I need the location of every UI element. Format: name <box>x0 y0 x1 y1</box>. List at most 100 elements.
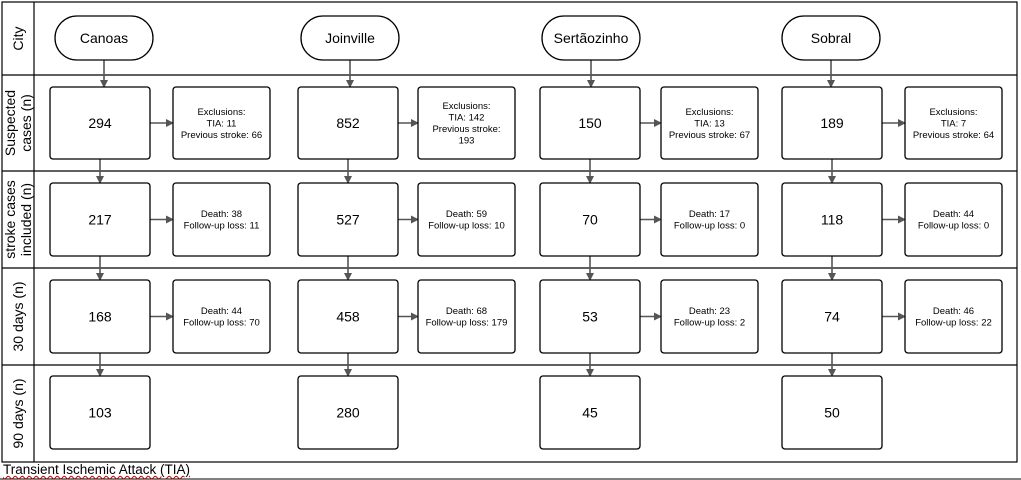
row-label-line: 90 days (n) <box>10 378 26 448</box>
count-box <box>539 182 641 257</box>
city-name-line: Sertãozinho <box>554 30 629 46</box>
row-label: 90 days (n) <box>10 378 26 448</box>
count-value-line: 458 <box>336 308 360 324</box>
note-box <box>417 182 516 257</box>
note-text-line: Follow-up loss: 10 <box>428 221 505 232</box>
count-value-line: 45 <box>582 404 598 420</box>
note-text-line: Follow-up loss: 70 <box>183 318 260 329</box>
row-label-line: cases (n) <box>18 94 34 152</box>
city-node <box>54 15 154 61</box>
row-label-line: 30 days (n) <box>10 281 26 351</box>
row-label-line: City <box>10 26 26 50</box>
row-label-line: Suspected <box>2 90 18 156</box>
count-box <box>539 279 641 354</box>
count-box <box>781 375 883 450</box>
note-text-line: Follow-up loss: 0 <box>918 221 989 232</box>
count-value: 217 <box>88 211 112 227</box>
note-text-line: Follow-up loss: 179 <box>426 318 508 329</box>
count-value: 118 <box>821 211 844 227</box>
count-box <box>297 279 399 354</box>
count-value-line: 118 <box>821 211 844 227</box>
city-node <box>541 15 641 61</box>
count-box <box>539 375 641 450</box>
note-text-line: Exclusions: <box>197 107 245 118</box>
footnote: Transient Ischemic Attack (TIA) <box>3 462 191 477</box>
count-box <box>297 86 399 160</box>
count-value: 294 <box>88 115 112 131</box>
city-name: Sobral <box>811 30 851 46</box>
note-text-line: Previous stroke: 64 <box>913 130 994 141</box>
note-text-line: Exclusions: <box>442 101 490 112</box>
row-label: City <box>10 26 26 50</box>
note-box <box>172 86 271 160</box>
city-name: Sertãozinho <box>554 30 629 46</box>
note-text-line: Previous stroke: <box>432 124 500 135</box>
count-value-line: 150 <box>578 115 602 131</box>
count-value: 168 <box>88 308 112 324</box>
count-value-line: 280 <box>336 404 360 420</box>
count-box <box>781 279 883 354</box>
count-value: 150 <box>578 115 602 131</box>
note-text-line: TIA: 142 <box>449 113 485 124</box>
note-text-line: Exclusions: <box>685 107 733 118</box>
note-box <box>172 279 271 354</box>
note-text-line: 193 <box>459 136 475 147</box>
row-label: stroke casesincluded (n) <box>2 180 34 259</box>
note-text-line: Previous stroke: 66 <box>181 130 262 141</box>
count-box <box>297 375 399 450</box>
note-text-line: Death: 23 <box>689 306 730 317</box>
note-box <box>417 86 516 160</box>
row-label: 30 days (n) <box>10 281 26 351</box>
count-value-line: 217 <box>88 211 112 227</box>
count-value-line: 103 <box>88 404 112 420</box>
city-node <box>300 15 400 61</box>
note-text-line: Death: 44 <box>933 209 974 220</box>
note-box <box>904 182 1003 257</box>
city-name: Joinville <box>325 30 375 46</box>
count-value: 70 <box>582 211 598 227</box>
note-text-line: Follow-up loss: 22 <box>915 318 992 329</box>
count-value: 189 <box>820 115 844 131</box>
count-value-line: 53 <box>582 308 598 324</box>
count-value: 280 <box>336 404 360 420</box>
note-text-line: Follow-up loss: 0 <box>674 221 745 232</box>
count-value-line: 168 <box>88 308 112 324</box>
count-box <box>49 375 151 450</box>
count-value-line: 294 <box>88 115 112 131</box>
note-text-line: TIA: 13 <box>694 118 725 129</box>
count-value-line: 189 <box>820 115 844 131</box>
note-box <box>904 279 1003 354</box>
count-value-line: 70 <box>582 211 598 227</box>
city-name-line: Joinville <box>325 30 375 46</box>
row-label-line: included (n) <box>18 183 34 256</box>
note-text-line: Death: 44 <box>201 306 242 317</box>
city-node <box>781 15 881 61</box>
note-text-line: Death: 46 <box>933 306 974 317</box>
note-box <box>660 279 759 354</box>
count-value: 527 <box>336 211 360 227</box>
note-text-line: Exclusions: <box>929 107 977 118</box>
city-name-line: Sobral <box>811 30 851 46</box>
count-value: 74 <box>824 308 840 324</box>
note-text-line: Death: 68 <box>446 306 487 317</box>
count-box <box>49 279 151 354</box>
count-value: 103 <box>88 404 112 420</box>
note-text-line: Death: 17 <box>689 209 730 220</box>
note-text-line: TIA: 11 <box>207 118 237 129</box>
count-box <box>49 86 151 160</box>
note-box <box>660 182 759 257</box>
count-box <box>539 86 641 160</box>
row-label-line: stroke cases <box>2 180 18 259</box>
count-value-line: 74 <box>824 308 840 324</box>
count-value-line: 527 <box>336 211 360 227</box>
